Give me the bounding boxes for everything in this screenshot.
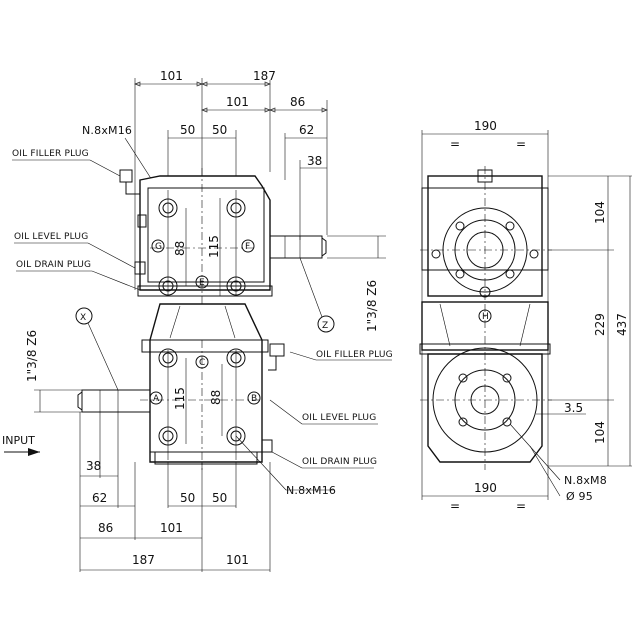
marker-b: B	[251, 394, 257, 404]
dim-top-62: 62	[299, 123, 314, 137]
dim-side-104-top: 104	[593, 201, 607, 224]
upper-housing	[119, 168, 273, 310]
bolt-group-upper	[158, 198, 246, 296]
label-oil-filler-left: OIL FILLER PLUG	[12, 149, 89, 159]
side-lower-housing: H	[419, 301, 552, 470]
dim-v88-bot: 88	[209, 390, 223, 405]
label-oil-level-right: OIL LEVEL PLUG	[302, 413, 376, 423]
marker-x: X	[80, 313, 86, 323]
dim-bot-50a: 50	[180, 491, 195, 505]
eq-top-right: =	[516, 137, 526, 151]
top-dimension-lines	[134, 81, 328, 169]
label-dia95: Ø 95	[566, 490, 593, 503]
label-input: INPUT	[2, 434, 35, 447]
dim-top-50a: 50	[180, 123, 195, 137]
dim-bot-38: 38	[86, 459, 101, 473]
dim-v115-bot: 115	[173, 387, 187, 410]
marker-g: G	[155, 242, 162, 252]
dim-v88-top: 88	[173, 241, 187, 256]
dim-top-38: 38	[307, 154, 322, 168]
dim-top-86: 86	[290, 95, 305, 109]
dim-top-101: 101	[160, 69, 183, 83]
dim-side-190-bot: 190	[474, 481, 497, 495]
dim-top-101b: 101	[226, 95, 249, 109]
front-view: 101 187 101 86 50 50 62 38 N.8xM16	[2, 69, 393, 572]
dim-bot-50b: 50	[212, 491, 227, 505]
label-n8m8: N.8xM8	[564, 474, 607, 487]
dim-shaft-lower: 1"3/8 Z6	[25, 330, 39, 382]
dim-bot-86: 86	[98, 521, 113, 535]
bottom-dimension-lines	[79, 412, 271, 572]
input-arrow-icon	[28, 448, 40, 456]
dim-side-190-top: 190	[474, 119, 497, 133]
eq-bot-left: =	[450, 499, 460, 513]
label-oil-drain-left: OIL DRAIN PLUG	[16, 260, 91, 270]
marker-e: E	[199, 278, 205, 288]
dim-bot-101: 101	[160, 521, 183, 535]
dim-shaft-upper: 1"3/8 Z6	[365, 280, 379, 332]
dim-side-437: 437	[615, 313, 629, 336]
marker-c: C	[199, 358, 205, 368]
dim-bot-101b: 101	[226, 553, 249, 567]
eq-top-left: =	[450, 137, 460, 151]
dim-top-50b: 50	[212, 123, 227, 137]
bolt-group-lower	[158, 348, 246, 446]
marker-h: H	[482, 312, 489, 322]
label-oil-level-left: OIL LEVEL PLUG	[14, 232, 88, 242]
dim-v115-top: 115	[207, 235, 221, 258]
dim-bot-62: 62	[92, 491, 107, 505]
marker-f: F	[245, 242, 250, 252]
upper-output-shaft	[269, 235, 327, 259]
dim-side-104-bot: 104	[593, 421, 607, 444]
lower-input-shaft	[77, 389, 151, 413]
label-n8m16-top: N.8xM16	[82, 124, 132, 137]
dim-bot-187: 187	[132, 553, 155, 567]
side-view: 190 = =	[419, 119, 632, 513]
marker-z: Z	[322, 321, 328, 331]
marker-a: A	[153, 394, 160, 404]
dim-side-3-5: 3.5	[564, 401, 583, 415]
label-oil-filler-right: OIL FILLER PLUG	[316, 350, 393, 360]
eq-bot-right: =	[516, 499, 526, 513]
lower-housing	[140, 303, 285, 470]
side-upper-housing	[420, 166, 552, 300]
dim-side-229: 229	[593, 313, 607, 336]
label-oil-drain-right: OIL DRAIN PLUG	[302, 457, 377, 467]
dim-top-187: 187	[253, 69, 276, 83]
label-n8m16-bot: N.8xM16	[286, 484, 336, 497]
